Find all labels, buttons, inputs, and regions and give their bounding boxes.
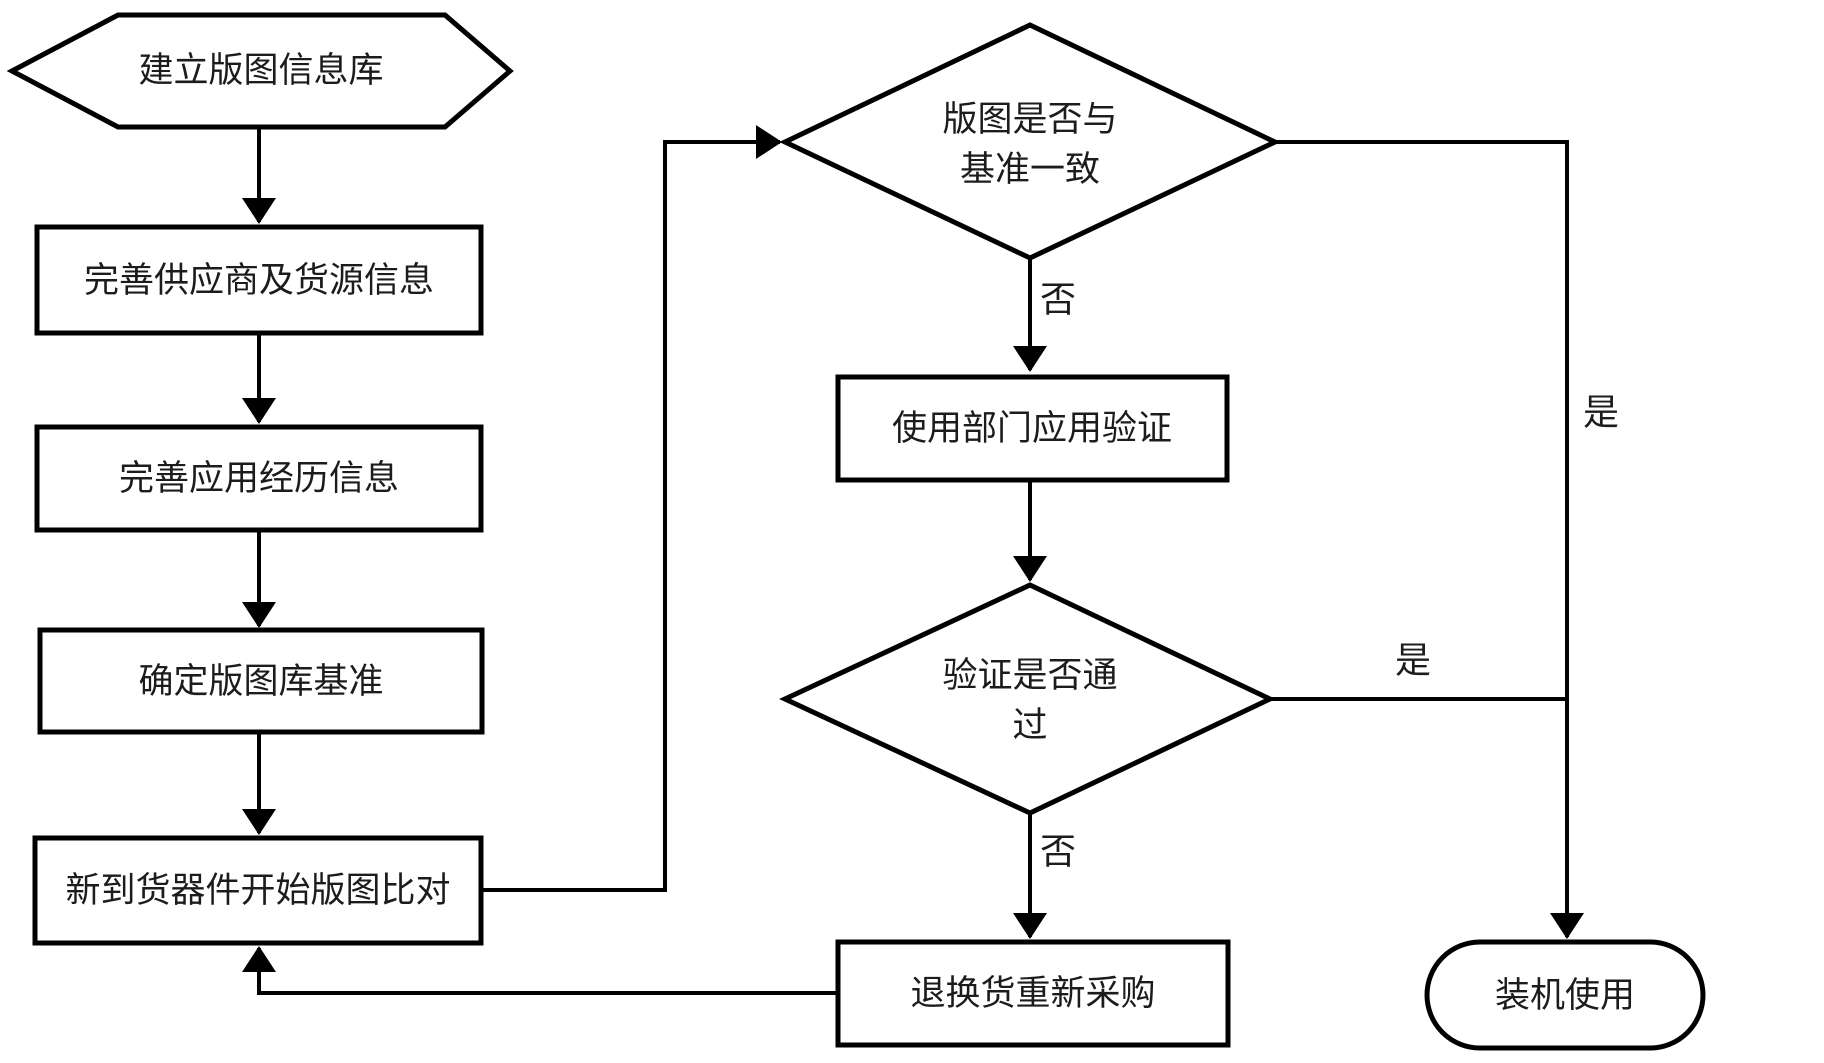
- install-terminator-shape: [1424, 939, 1706, 1051]
- edge-label-match-no: 否: [1040, 280, 1076, 321]
- edge-label-pass-yes: 是: [1395, 641, 1431, 682]
- supplier-process-shape: [34, 224, 484, 336]
- history-process-label: 完善应用经历信息: [119, 459, 399, 499]
- pass-decision-shape: [779, 582, 1276, 816]
- baseline-process-label: 确定版图库基准: [138, 662, 383, 702]
- node-verify-process: 使用部门应用验证: [835, 374, 1230, 483]
- edge-label-match-yes: 是: [1583, 393, 1619, 434]
- compare-process-label: 新到货器件开始版图比对: [65, 871, 450, 911]
- repurchase-process-label: 退换货重新采购: [910, 974, 1155, 1014]
- verify-process-label: 使用部门应用验证: [892, 409, 1172, 449]
- pass-decision-label-line1: 验证是否通: [942, 656, 1117, 696]
- history-process-shape: [34, 424, 484, 533]
- edge-compare-to-match-decision: [481, 125, 782, 892]
- match-decision-shape: [779, 22, 1281, 261]
- compare-process-shape: [32, 835, 484, 946]
- node-compare-process: 新到货器件开始版图比对: [32, 835, 484, 946]
- node-baseline-process: 确定版图库基准: [37, 627, 485, 735]
- edge-match-yes-to-install: [1275, 140, 1584, 939]
- edge-repurchase-to-compare-loop: [242, 946, 838, 995]
- node-supplier-process: 完善供应商及货源信息: [34, 224, 484, 336]
- start-hexagon-shape: [6, 12, 514, 130]
- node-history-process: 完善应用经历信息: [34, 424, 484, 533]
- baseline-process-shape: [37, 627, 485, 735]
- install-terminator-label: 装机使用: [1495, 976, 1635, 1016]
- node-match-decision-diamond: 版图是否与 基准一致: [779, 22, 1281, 261]
- pass-decision-label-line2: 过: [1012, 706, 1047, 746]
- edge-label-pass-no: 否: [1040, 832, 1076, 873]
- start-hexagon-label: 建立版图信息库: [138, 51, 383, 91]
- match-decision-label-line1: 版图是否与: [942, 100, 1117, 140]
- repurchase-process-shape: [835, 939, 1231, 1048]
- node-start-hexagon: 建立版图信息库: [6, 12, 514, 130]
- match-decision-label-line2: 基准一致: [960, 150, 1100, 190]
- node-pass-decision-diamond: 验证是否通 过: [779, 582, 1276, 816]
- supplier-process-label: 完善供应商及货源信息: [84, 261, 434, 301]
- node-repurchase-process: 退换货重新采购: [835, 939, 1231, 1048]
- verify-process-shape: [835, 374, 1230, 483]
- node-install-terminator: 装机使用: [1424, 939, 1706, 1051]
